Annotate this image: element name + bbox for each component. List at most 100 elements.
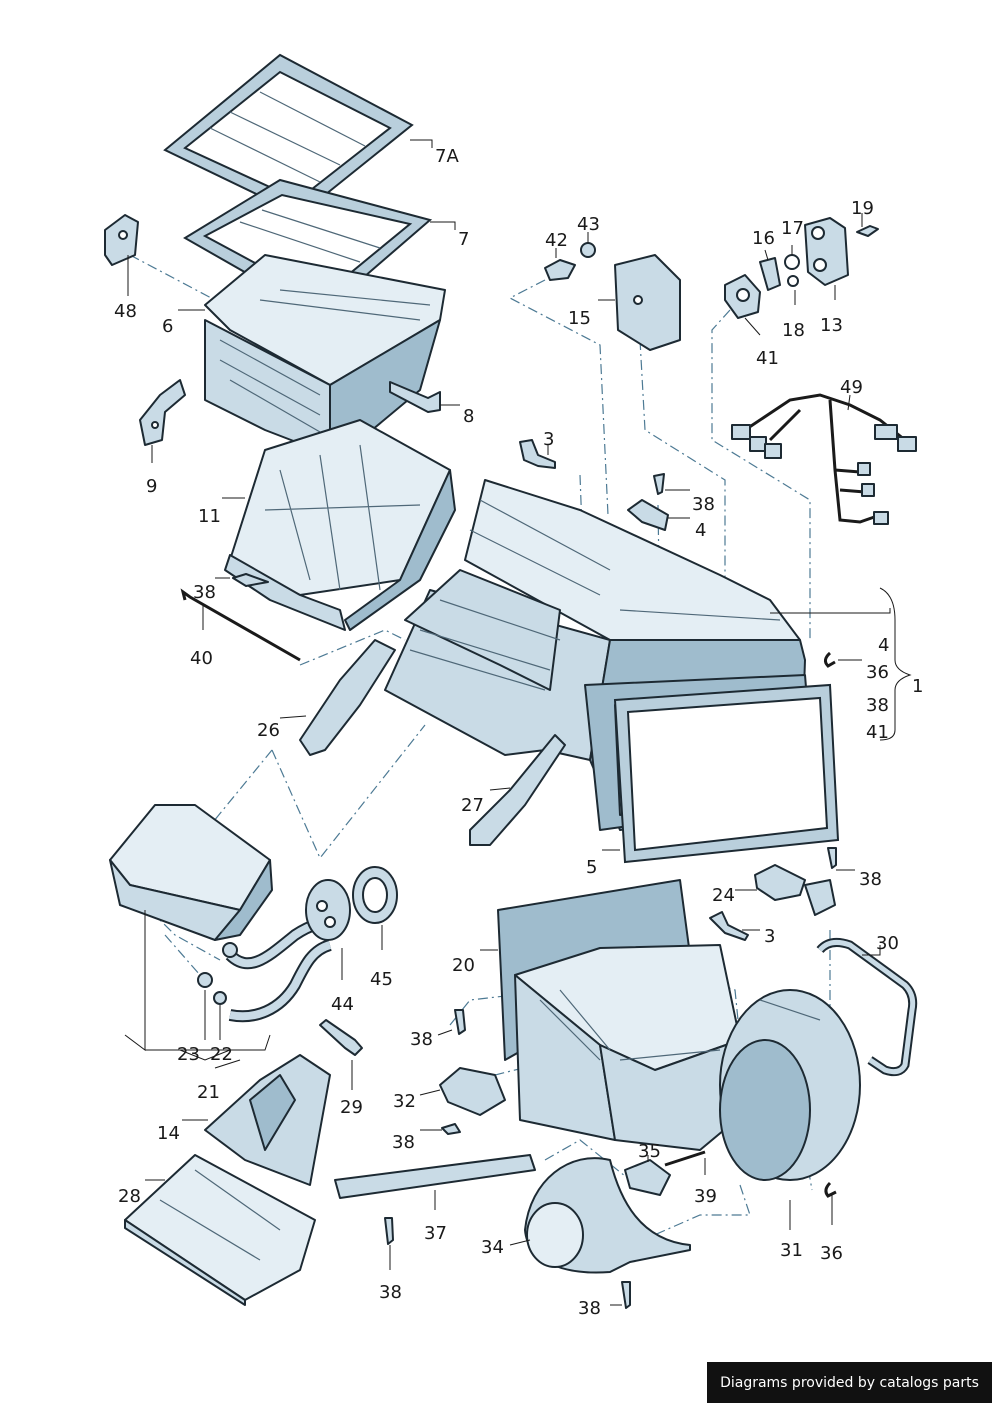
- label-24: 24: [712, 885, 735, 906]
- credit-banner: Diagrams provided by catalogs parts: [707, 1362, 992, 1403]
- seal-30: [816, 937, 918, 1077]
- label-37: 37: [424, 1223, 447, 1244]
- actuator-32: [439, 1067, 506, 1116]
- resistor-35: [624, 1159, 671, 1196]
- label-27: 27: [461, 795, 484, 816]
- label-31: 31: [780, 1240, 803, 1261]
- label-9: 9: [146, 476, 157, 497]
- label-7: 7: [458, 229, 469, 250]
- screw-38-upper: [653, 473, 665, 495]
- lower-housing-11: [224, 419, 456, 631]
- label-1: 1: [912, 676, 923, 697]
- filter-frame-7a: [163, 53, 414, 217]
- label-40: 40: [190, 648, 213, 669]
- label-7a: 7A: [435, 146, 459, 167]
- upper-housing-6: [204, 254, 446, 456]
- leader-lines: [124, 139, 912, 1306]
- label-38-upper: 38: [692, 494, 715, 515]
- rod-40: [180, 588, 301, 662]
- sensor-24: [754, 864, 836, 916]
- label-36-lower: 36: [820, 1243, 843, 1264]
- filter-frame-7: [183, 178, 433, 317]
- label-36-upper: 36: [866, 662, 889, 683]
- tray-28: [124, 1154, 316, 1306]
- label-34: 34: [481, 1237, 504, 1258]
- label-18: 18: [782, 320, 805, 341]
- label-41-right: 41: [866, 722, 889, 743]
- screw-3-upper: [519, 439, 556, 469]
- grommet-45: [352, 866, 398, 924]
- label-3-upper: 3: [543, 429, 554, 450]
- label-38-mid: 38: [410, 1029, 433, 1050]
- label-45: 45: [370, 969, 393, 990]
- bracket-9: [139, 379, 186, 446]
- label-48: 48: [114, 301, 137, 322]
- label-38-right: 38: [866, 695, 889, 716]
- label-14: 14: [157, 1123, 180, 1144]
- label-26: 26: [257, 720, 280, 741]
- label-38-blower: 38: [578, 1298, 601, 1319]
- clip-16: [759, 257, 781, 291]
- label-43: 43: [577, 214, 600, 235]
- bracket-48: [104, 214, 139, 266]
- label-38-actuator: 38: [392, 1132, 415, 1153]
- label-23: 23: [177, 1044, 200, 1065]
- label-30: 30: [876, 933, 899, 954]
- label-13: 13: [820, 315, 843, 336]
- label-5: 5: [586, 857, 597, 878]
- o-ring-18: [787, 275, 799, 287]
- bracket-4-upper: [627, 499, 669, 531]
- label-38-sensor: 38: [859, 869, 882, 890]
- label-49: 49: [840, 377, 863, 398]
- label-41-upper: 41: [756, 348, 779, 369]
- label-15: 15: [568, 308, 591, 329]
- part-labels: 7A 7 48 6 8 9 11 3 38 40 42 43 15 38 4 1…: [114, 146, 923, 1319]
- label-19: 19: [851, 198, 874, 219]
- label-4-upper: 4: [695, 520, 706, 541]
- clip-36-upper: [823, 651, 836, 668]
- bolt-29: [319, 1019, 363, 1056]
- fastener-43: [580, 242, 596, 258]
- label-11: 11: [198, 506, 221, 527]
- label-17: 17: [781, 218, 804, 239]
- heat-exchanger: [109, 804, 273, 941]
- wiring-harness-49: [731, 393, 917, 525]
- screw-19: [856, 225, 879, 237]
- actuator-8: [389, 381, 441, 413]
- expansion-valve-13: [804, 217, 849, 286]
- strip-37: [334, 1154, 536, 1199]
- label-42: 42: [545, 230, 568, 251]
- label-6: 6: [162, 316, 173, 337]
- filter-seal-5: [584, 674, 840, 864]
- label-38-strip: 38: [379, 1282, 402, 1303]
- seal-26: [299, 639, 396, 756]
- label-32: 32: [393, 1091, 416, 1112]
- label-39: 39: [694, 1186, 717, 1207]
- o-ring-17: [784, 254, 800, 270]
- air-duct-14: [204, 1054, 331, 1186]
- screws-38-lower: [384, 847, 837, 1309]
- rod-39: [664, 1150, 706, 1167]
- label-20: 20: [452, 955, 475, 976]
- blower-34: [524, 1157, 691, 1274]
- label-8: 8: [463, 406, 474, 427]
- lower-housing-31: [514, 944, 861, 1181]
- label-16: 16: [752, 228, 775, 249]
- cover-15: [614, 254, 681, 351]
- screw-38-left: [232, 573, 269, 587]
- label-38-left: 38: [193, 582, 216, 603]
- label-28: 28: [118, 1186, 141, 1207]
- grommet-44: [305, 879, 351, 941]
- label-44: 44: [331, 994, 354, 1015]
- label-21: 21: [197, 1082, 220, 1103]
- screw-3-lower: [709, 911, 749, 941]
- fastener-42: [544, 259, 576, 281]
- label-22: 22: [210, 1044, 233, 1065]
- plate-41: [724, 274, 761, 319]
- label-35: 35: [638, 1141, 661, 1162]
- label-3-lower: 3: [764, 926, 775, 947]
- seal-27: [469, 734, 566, 846]
- label-4-right: 4: [878, 635, 889, 656]
- clip-36-lower: [824, 1181, 837, 1198]
